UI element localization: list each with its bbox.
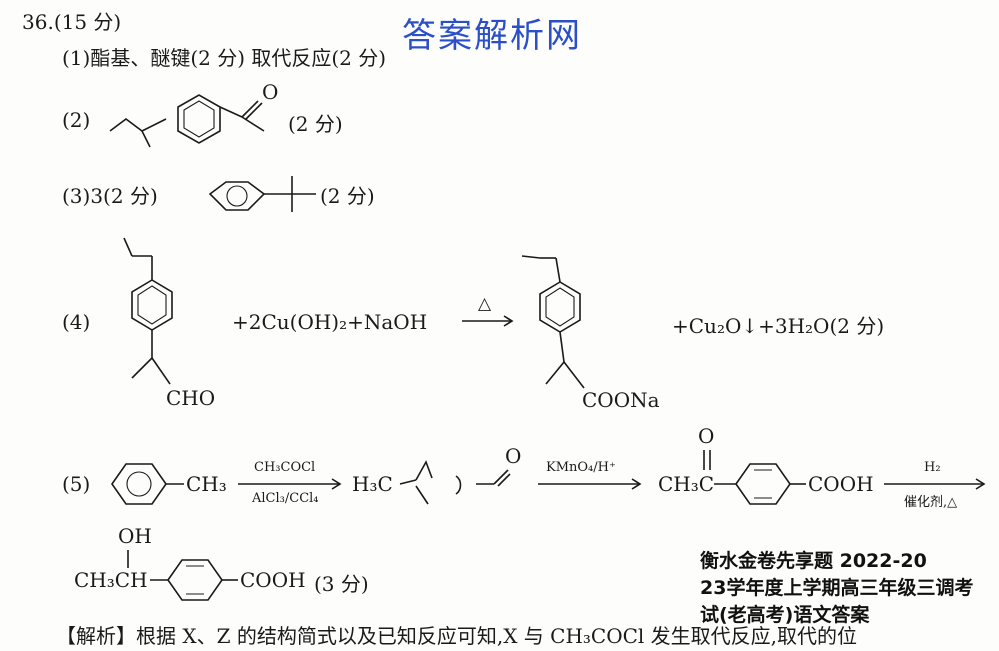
part5-final-right: COOH <box>240 568 306 592</box>
part4-label: (4) <box>62 310 91 334</box>
question-header: 36.(15 分) <box>22 6 121 35</box>
part3-label: (3)3(2 分) <box>62 184 158 208</box>
part3-score: (2 分) <box>320 184 375 208</box>
overlay-line-1: 衡水金卷先享题 2022-20 <box>700 550 927 572</box>
part5-ch3: CH₃ <box>186 472 227 496</box>
part2-score: (2 分) <box>288 112 343 136</box>
part5-reagent3-bottom: 催化剂,△ <box>904 495 958 510</box>
part4-byproducts: +Cu₂O↓+3H₂O(2 分) <box>672 314 885 338</box>
analysis-text: 【解析】根据 X、Z 的结构简式以及已知反应可知,X 与 CH₃COCl 发生取… <box>56 624 858 648</box>
part4-condition: △ <box>478 294 492 314</box>
question-points: (15 分) <box>53 10 122 34</box>
part5-int1-left: H₃C <box>352 472 393 496</box>
part2-o-atom: O <box>262 80 279 104</box>
overlay-line-3: 试(老高考)语文答案 <box>700 604 870 626</box>
part5-reagent2-top: KMnO₄/H⁺ <box>546 460 616 475</box>
part5-oh: OH <box>118 524 152 548</box>
part4-product-group: COONa <box>582 388 660 412</box>
overlay-line-2: 23学年度上学期高三年级三调考 <box>700 577 974 599</box>
part4-reactant-group: CHO <box>166 386 216 410</box>
part5-o-atom: O <box>698 424 715 448</box>
part5-reagent1-bottom: AlCl₃/CCl₄ <box>252 491 319 506</box>
part5-final-score: (3 分) <box>314 572 369 596</box>
part5-label: (5) <box>62 472 91 496</box>
part5-reagent1-top: CH₃COCl <box>254 460 316 475</box>
question-number: 36. <box>22 10 54 34</box>
part1-answer: (1)酯基、醚键(2 分) 取代反应(2 分) <box>62 46 387 70</box>
part5-reagent3-top: H₂ <box>924 460 941 475</box>
part4-reagents: +2Cu(OH)₂+NaOH <box>232 310 428 334</box>
part2-label: (2) <box>62 108 91 132</box>
overlay-caption: 衡水金卷先享题 2022-20 23学年度上学期高三年级三调考 试(老高考)语文… <box>700 548 973 629</box>
part5-int2-right: COOH <box>808 472 874 496</box>
watermark: 答案解析网 <box>402 16 582 56</box>
part5-int2-left: CH₃C <box>658 472 715 496</box>
part5-final-left: CH₃CH <box>74 568 148 592</box>
part5-int1-o: O <box>505 444 522 468</box>
